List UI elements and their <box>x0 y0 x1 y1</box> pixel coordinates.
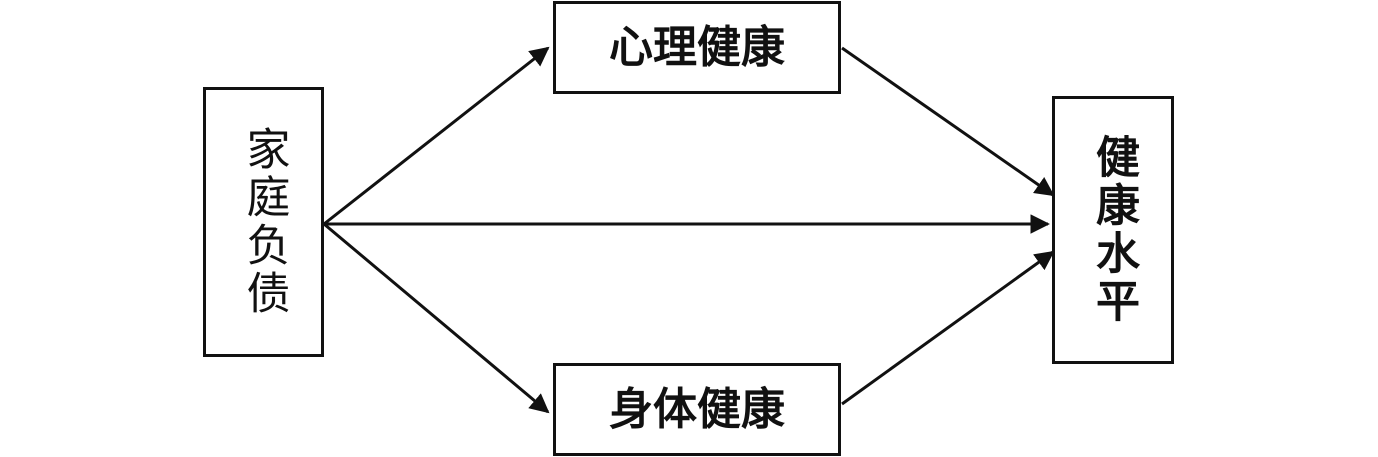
household-debt-box: 家庭负债 <box>203 87 324 357</box>
mental-health-label: 心理健康 <box>609 21 785 73</box>
physical-health-label: 身体健康 <box>609 383 785 435</box>
arrow-debt-to-physical <box>323 222 550 414</box>
arrow-debt-to-mental <box>323 46 550 226</box>
health-level-label: 健康水平 <box>1088 134 1139 326</box>
physical-health-box: 身体健康 <box>553 363 841 456</box>
arrow-mental-to-health <box>841 46 1055 197</box>
health-level-box: 健康水平 <box>1052 96 1174 364</box>
household-debt-label: 家庭负债 <box>238 126 290 318</box>
arrow-physical-to-health <box>841 250 1055 406</box>
mental-health-box: 心理健康 <box>553 1 841 94</box>
